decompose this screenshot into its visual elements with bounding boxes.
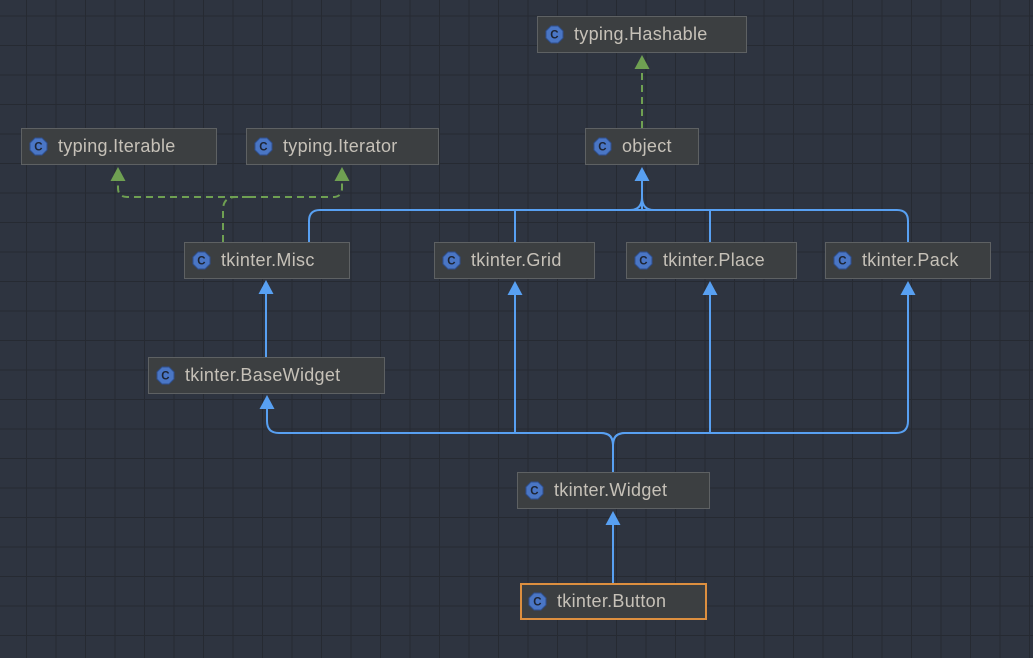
svg-text:C: C <box>34 142 43 154</box>
class-node-label: tkinter.Button <box>557 591 667 611</box>
class-node-label: typing.Iterable <box>58 136 176 156</box>
arrowhead-misc-to-iterable <box>110 167 126 181</box>
edge-widget-to-pack <box>612 281 916 472</box>
svg-text:C: C <box>533 597 542 609</box>
edge-misc-to-iterable <box>110 167 249 198</box>
arrowhead-widget-to-grid <box>507 281 523 295</box>
edge-basewidget-to-misc <box>258 280 274 357</box>
class-icon: C <box>29 137 48 156</box>
svg-text:C: C <box>197 256 206 268</box>
edge-object-to-hashable <box>634 55 650 128</box>
class-icon: C <box>442 251 461 270</box>
edge-top-bus-to-object <box>634 167 650 211</box>
arrowhead-basewidget-to-misc <box>258 280 274 294</box>
arrowhead-widget-to-place <box>702 281 718 295</box>
class-icon: C <box>254 137 273 156</box>
svg-text:C: C <box>598 142 607 154</box>
class-icon: C <box>833 251 852 270</box>
class-node-label: tkinter.Misc <box>221 250 315 270</box>
edge-widget-stem-flare-r <box>612 432 626 446</box>
class-node-label: tkinter.Widget <box>554 480 668 500</box>
svg-text:C: C <box>550 30 559 42</box>
edge-button-to-widget <box>605 511 621 583</box>
class-node-label: tkinter.Place <box>663 250 765 270</box>
class-icon: C <box>525 481 544 500</box>
arrowhead-widget-to-pack <box>900 281 916 295</box>
class-icon: C <box>192 251 211 270</box>
class-node-label: tkinter.BaseWidget <box>185 365 341 385</box>
arrowhead-misc-to-iterator <box>334 167 350 181</box>
class-node-label: object <box>622 136 672 156</box>
svg-text:C: C <box>447 256 456 268</box>
class-icon: C <box>634 251 653 270</box>
edge-misc-to-iterator <box>249 167 350 198</box>
class-node-label: tkinter.Grid <box>471 250 562 270</box>
class-icon: C <box>593 137 612 156</box>
edge-misc-weak-stem <box>222 196 249 242</box>
edge-widget-to-basewidget <box>259 395 614 472</box>
class-icon: C <box>545 25 564 44</box>
class-node-label: typing.Hashable <box>574 24 708 44</box>
edge-widget-stem-flare-l <box>600 432 614 446</box>
class-icon: C <box>528 592 547 611</box>
edge-widget-to-grid <box>507 281 523 433</box>
arrowhead-top-bus-to-object <box>634 167 650 181</box>
class-node-label: tkinter.Pack <box>862 250 959 270</box>
edge-object-stem-flare-r <box>641 196 655 211</box>
svg-text:C: C <box>530 486 539 498</box>
svg-text:C: C <box>639 256 648 268</box>
arrowhead-object-to-hashable <box>634 55 650 69</box>
arrowhead-button-to-widget <box>605 511 621 525</box>
edge-top-bus-misc-to-pack <box>308 209 909 242</box>
class-icon: C <box>156 366 175 385</box>
svg-text:C: C <box>259 142 268 154</box>
svg-text:C: C <box>161 371 170 383</box>
arrowhead-widget-to-basewidget <box>259 395 275 409</box>
edge-widget-to-place <box>702 281 718 433</box>
class-node-label: typing.Iterator <box>283 136 398 156</box>
edge-object-stem-flare-l <box>629 196 643 211</box>
svg-text:C: C <box>838 256 847 268</box>
